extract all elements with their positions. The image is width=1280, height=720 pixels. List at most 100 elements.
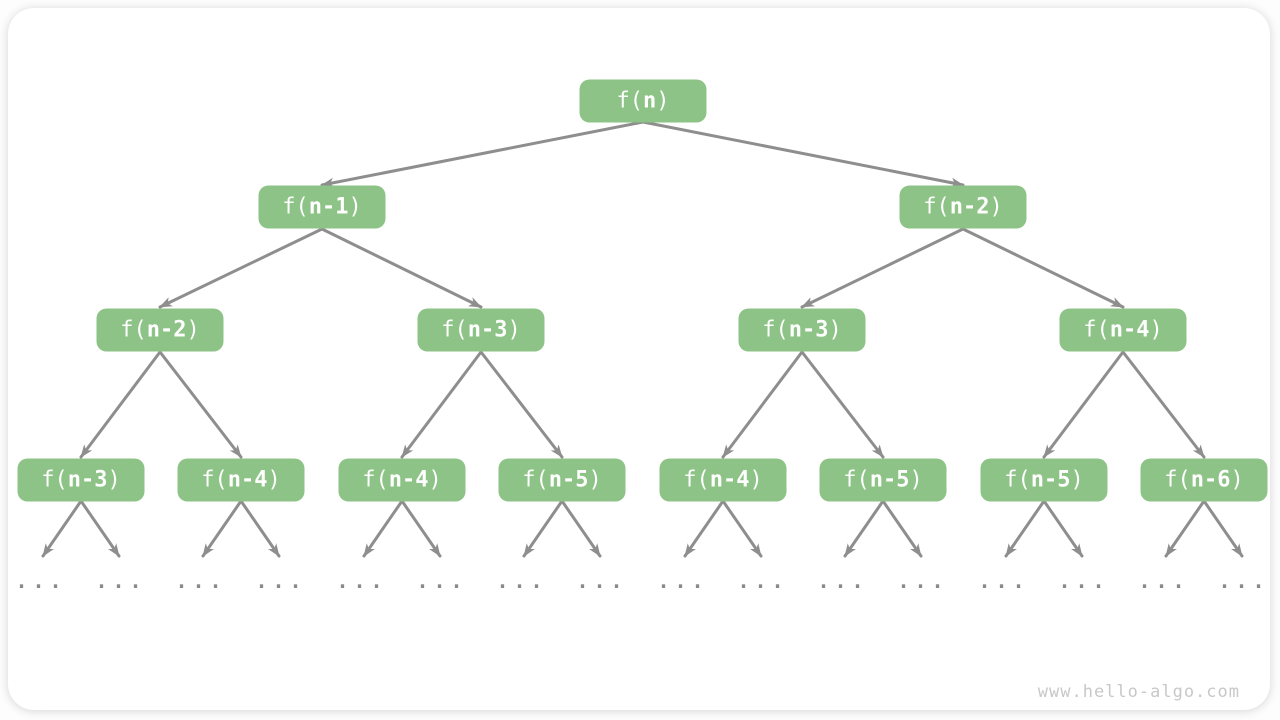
node-label-prefix: f( (1164, 467, 1191, 493)
tree-edge (362, 499, 404, 558)
ellipsis: ... (255, 569, 307, 594)
node-label-arg: n-5 (1030, 467, 1071, 493)
node-label-prefix: f( (441, 317, 468, 343)
tree-node: f(n-1) (258, 185, 386, 229)
node-label-arg: n (643, 88, 657, 114)
ellipsis: ... (978, 569, 1030, 594)
tree-node: f(n-2) (96, 308, 224, 352)
node-label-suffix: ) (186, 317, 200, 343)
node-label-prefix: f( (616, 88, 644, 114)
tree-edge (158, 350, 243, 459)
node-label-arg: n-2 (949, 194, 990, 220)
node-label-prefix: f( (41, 467, 68, 493)
node-label-prefix: f( (1083, 317, 1110, 343)
tree-edge (522, 499, 564, 558)
node-label-arg: n-4 (1109, 317, 1150, 343)
tree-edge (800, 227, 965, 309)
node-label-prefix: f( (923, 194, 950, 220)
node-label-prefix: f( (522, 467, 549, 493)
tree-edge (560, 499, 602, 558)
node-label-suffix: ) (909, 467, 923, 493)
tree-node: f(n-4) (338, 458, 466, 502)
node-label-prefix: f( (762, 317, 789, 343)
ellipsis: ... (496, 569, 548, 594)
ellipsis: ... (1138, 569, 1190, 594)
tree-edge (721, 350, 804, 459)
tree-edge (158, 227, 324, 309)
ellipsis: ... (1058, 569, 1110, 594)
node-label-arg: n-4 (388, 467, 429, 493)
tree-edge (201, 499, 243, 558)
node-label-arg: n-5 (869, 467, 910, 493)
node-label-prefix: f( (201, 467, 228, 493)
tree-edge (1121, 350, 1206, 459)
tree-edge (1042, 499, 1084, 558)
tree-edge (1004, 499, 1046, 558)
node-label-arg: n-6 (1190, 467, 1231, 493)
node-label-arg: n-5 (548, 467, 589, 493)
node-label-prefix: f( (1004, 467, 1031, 493)
tree-node: f(n-6) (1140, 458, 1268, 502)
node-label-suffix: ) (828, 317, 842, 343)
node-label-suffix: ) (588, 467, 602, 493)
node-label-suffix: ) (267, 467, 281, 493)
tree-edge (800, 350, 885, 459)
node-label-prefix: f( (843, 467, 870, 493)
tree-node-root: f(n) (579, 79, 707, 123)
node-label-arg: n-4 (227, 467, 268, 493)
node-label-suffix: ) (749, 467, 763, 493)
tree-node: f(n-2) (899, 185, 1027, 229)
tree-node: f(n-3) (738, 308, 866, 352)
ellipsis: ... (737, 569, 789, 594)
diagram-card (8, 8, 1270, 710)
tree-edge (239, 499, 281, 558)
ellipsis: ... (416, 569, 468, 594)
node-label-arg: n-3 (788, 317, 829, 343)
node-label-suffix: ) (348, 194, 362, 220)
node-label-arg: n-1 (308, 194, 349, 220)
node-label-prefix: f( (282, 194, 309, 220)
ellipsis: ... (657, 569, 709, 594)
node-label-arg: n-3 (67, 467, 108, 493)
node-label-suffix: ) (1070, 467, 1084, 493)
tree-edge (1042, 350, 1125, 459)
tree-node: f(n-5) (498, 458, 626, 502)
ellipsis: ... (1218, 569, 1270, 594)
node-label-arg: n-3 (467, 317, 508, 343)
node-label-suffix: ) (989, 194, 1003, 220)
node-label-arg: n-2 (146, 317, 187, 343)
ellipsis: ... (817, 569, 869, 594)
tree-node: f(n-4) (177, 458, 305, 502)
tree-edge (961, 227, 1125, 309)
node-label-prefix: f( (683, 467, 710, 493)
tree-edge (79, 499, 121, 558)
tree-edge (320, 120, 645, 188)
tree-node: f(n-5) (980, 458, 1108, 502)
node-label-suffix: ) (507, 317, 521, 343)
ellipsis: ... (95, 569, 147, 594)
tree-node: f(n-4) (659, 458, 787, 502)
ellipsis: ... (576, 569, 628, 594)
tree-edge (400, 350, 483, 459)
tree-edge (320, 227, 483, 309)
watermark: www.hello-algo.com (1037, 682, 1240, 702)
node-label-suffix: ) (1149, 317, 1163, 343)
tree-edge (41, 499, 83, 558)
ellipsis: ... (175, 569, 227, 594)
tree-node: f(n-5) (819, 458, 947, 502)
tree-edge (1164, 499, 1206, 558)
node-label-prefix: f( (120, 317, 147, 343)
ellipsis: ... (897, 569, 949, 594)
tree-edge (79, 350, 162, 459)
tree-edge (881, 499, 923, 558)
node-label-suffix: ) (428, 467, 442, 493)
tree-edge (1202, 499, 1244, 558)
node-label-suffix: ) (1230, 467, 1244, 493)
tree-edge (400, 499, 442, 558)
node-label-prefix: f( (362, 467, 389, 493)
node-label-arg: n-4 (709, 467, 750, 493)
tree-edge (721, 499, 763, 558)
node-label-suffix: ) (107, 467, 121, 493)
tree-edge (641, 120, 965, 188)
